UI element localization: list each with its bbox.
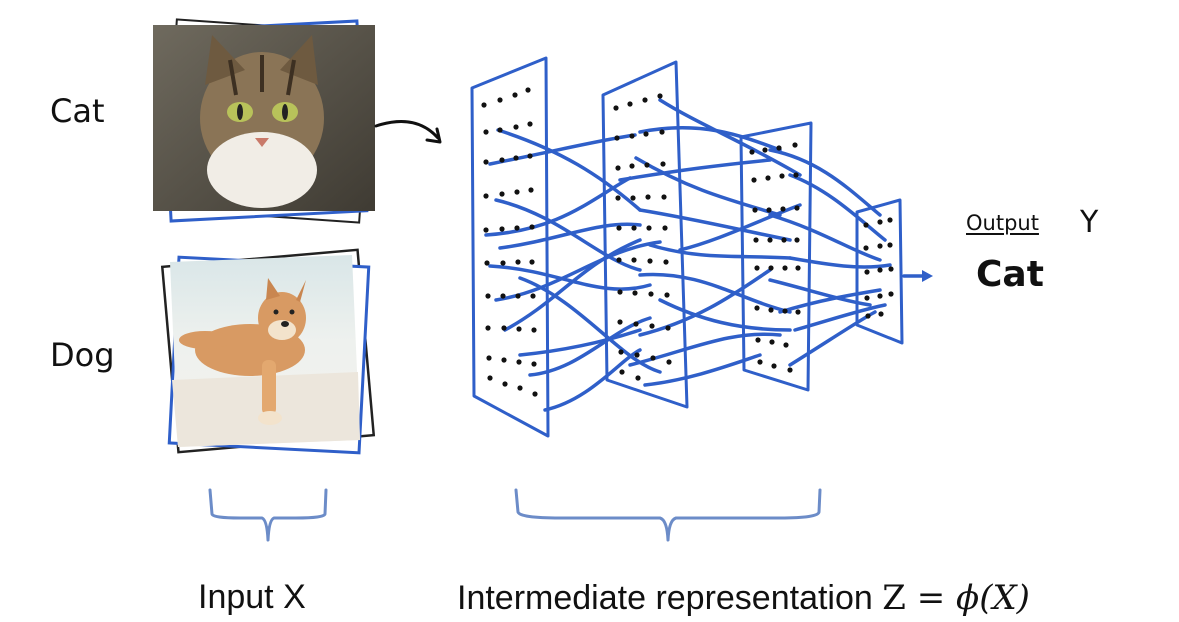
dog-photo-icon: [170, 255, 360, 447]
formula-equals: =: [916, 578, 946, 618]
neuron-dots: [481, 87, 894, 397]
output-variable: Y: [1080, 205, 1099, 240]
cat-photo-stack: [153, 18, 375, 224]
input-caption: Input X: [198, 578, 306, 616]
output-word: Output: [966, 211, 1039, 235]
output-arrow-icon: [902, 270, 933, 282]
cat-photo-icon: [153, 25, 375, 211]
formula-arg: (X): [979, 578, 1030, 618]
cat-label: Cat: [50, 92, 105, 130]
layer-panel-1: [470, 56, 550, 438]
intermediate-caption: Intermediate representation Z = ϕ(X): [457, 578, 1030, 618]
output-value: Cat: [976, 254, 1044, 295]
dog-photo-stack: [160, 248, 376, 455]
input-brace: [208, 488, 328, 542]
layer-panel-4: [855, 198, 904, 345]
layer-panel-2: [601, 60, 689, 409]
intermediate-brace: [514, 488, 822, 542]
intermediate-caption-text: Intermediate representation: [457, 579, 873, 617]
dog-label: Dog: [50, 336, 115, 374]
formula: Z = ϕ(X): [882, 578, 1030, 618]
layer-panel-3: [739, 121, 813, 392]
arrow-right-icon: [374, 120, 440, 140]
formula-lhs: Z: [882, 578, 906, 618]
formula-phi: ϕ: [956, 578, 980, 618]
